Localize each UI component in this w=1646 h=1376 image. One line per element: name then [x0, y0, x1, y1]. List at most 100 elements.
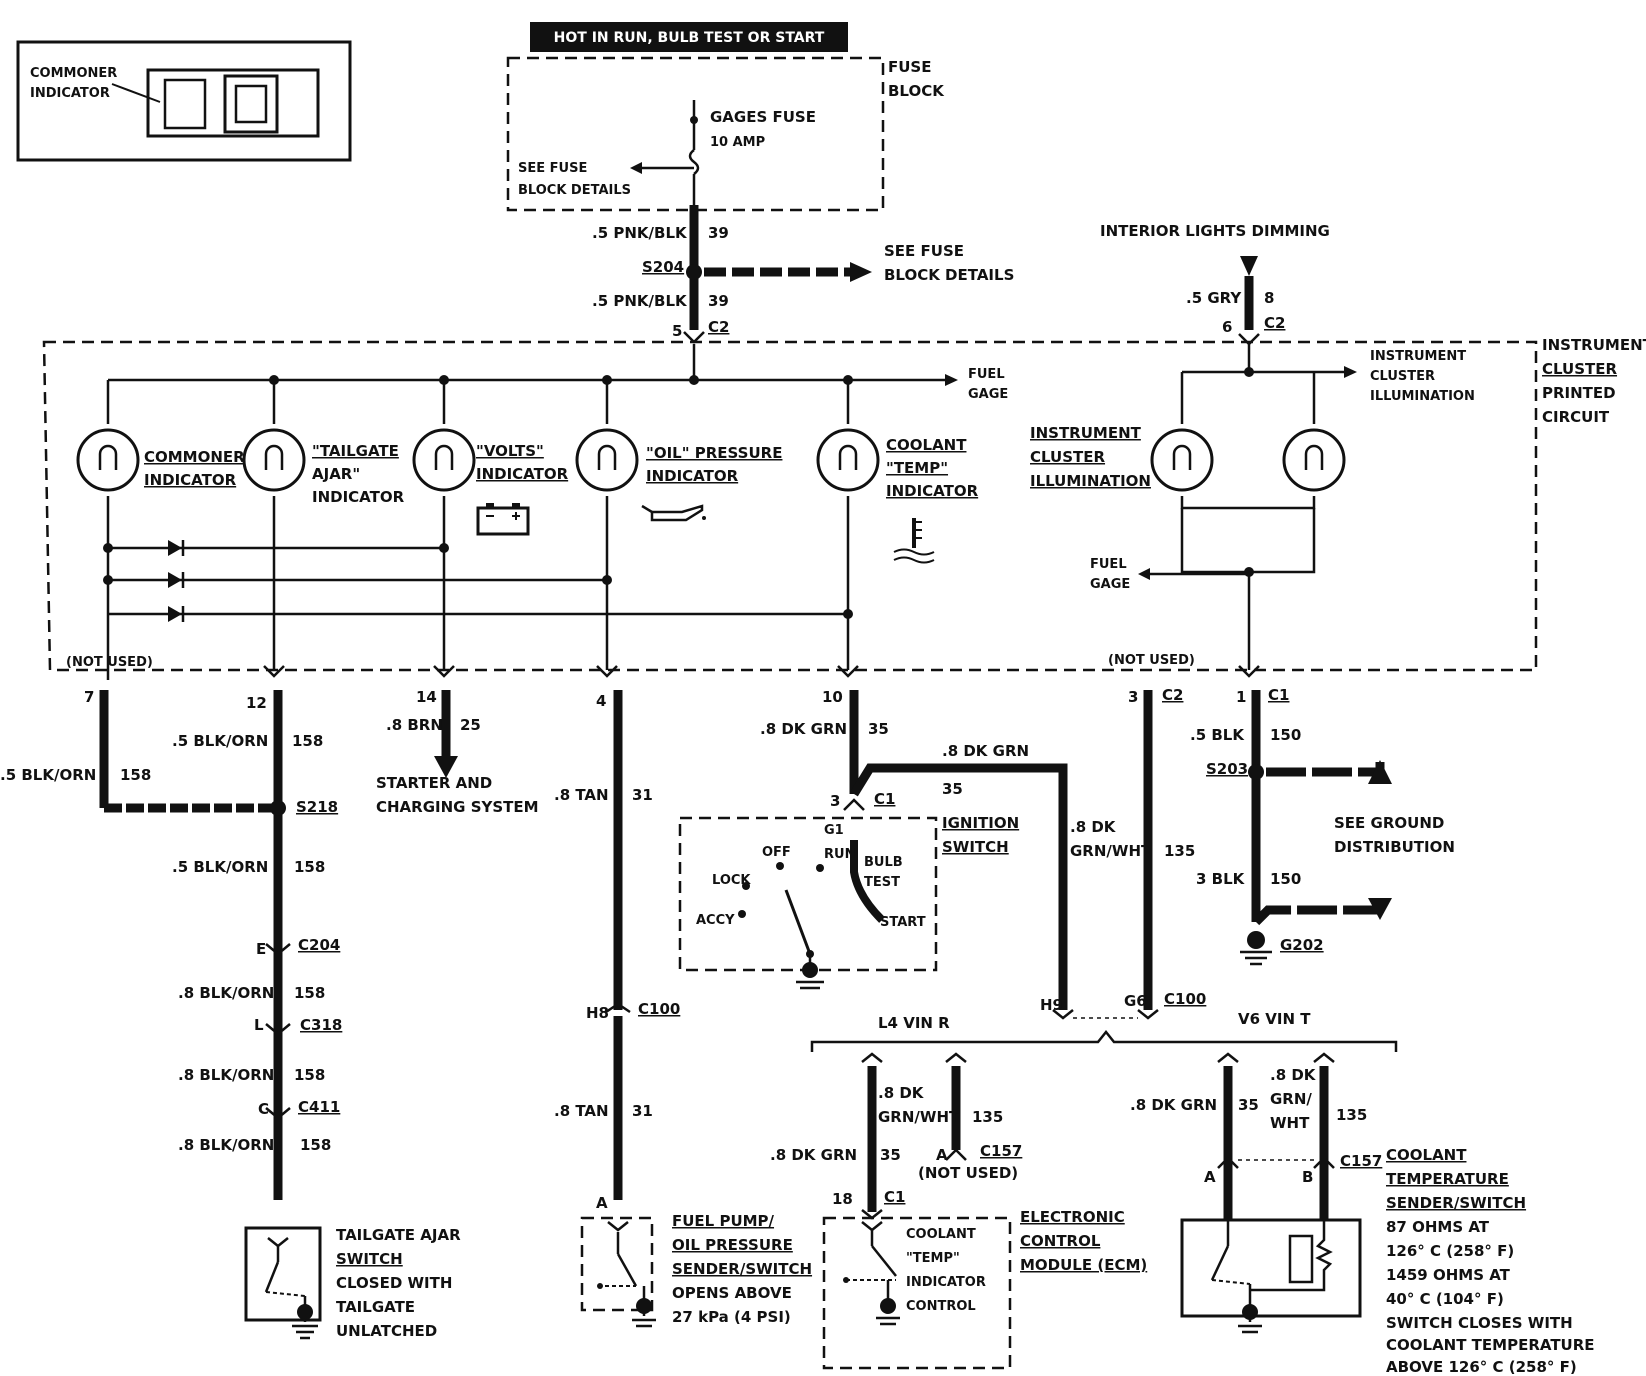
splice-s218 — [270, 800, 286, 816]
label-wires-c35b: 35 — [942, 780, 963, 798]
label-wires-blkorn3: .8 BLK/ORN — [178, 984, 274, 1002]
label-wires-blkorn-left: .5 BLK/ORN — [0, 766, 96, 784]
label-wires-s218: S218 — [296, 798, 338, 816]
coolant-sender-switch — [1180, 1218, 1362, 1334]
bulb-tailgate-icon — [242, 380, 306, 670]
label-tailgate-switch-1: SWITCH — [336, 1250, 403, 1268]
wire-pnk-bot: .5 PNK/BLK — [592, 292, 688, 310]
label-coolant-sender-8: COOLANT TEMPERATURE — [1386, 1336, 1595, 1354]
interior-dimming-label: INTERIOR LIGHTS DIMMING — [1100, 222, 1330, 240]
label-oil-switch-0: FUEL PUMP/ — [672, 1212, 775, 1230]
label-variants-v6-wire2-2: WHT — [1270, 1114, 1310, 1132]
label-wires-pin3b: 3 — [1128, 688, 1138, 706]
label-wires-starter-0: STARTER AND — [376, 774, 492, 792]
label-wires-pin6: 6 — [1222, 318, 1232, 336]
label-wires-c35a: 35 — [868, 720, 889, 738]
label-tailgate-switch-3: TAILGATE — [336, 1298, 415, 1316]
label-wires-pinE: E — [256, 940, 266, 958]
label-coolant-sender-2: SENDER/SWITCH — [1386, 1194, 1526, 1212]
label-cluster-illum-label-1: CLUSTER — [1030, 448, 1105, 466]
label-wires-pinG6: G6 — [1124, 992, 1147, 1010]
label-wires-dkgrn2: .8 DK GRN — [942, 742, 1029, 760]
label-ecm-inner-1: "TEMP" — [906, 1251, 960, 1266]
label-coolant-sender-7: SWITCH CLOSES WITH — [1386, 1314, 1573, 1332]
label-wires-c318: C318 — [300, 1016, 342, 1034]
label-variants-l4: L4 VIN R — [878, 1014, 950, 1032]
label-wires-s203: S203 — [1206, 760, 1248, 778]
label-ignition-run: RUN — [824, 847, 855, 862]
label-cluster-indicators-volts-1: INDICATOR — [476, 465, 569, 483]
bulb-illumination-icon — [1282, 428, 1346, 492]
label-wires-blkorn4: .8 BLK/ORN — [178, 1066, 274, 1084]
label-wires-c158e: 158 — [294, 1066, 325, 1084]
label-wires-pinA: A — [596, 1194, 608, 1212]
label-oil-switch-4: 27 kPa (4 PSI) — [672, 1308, 791, 1326]
bulb-coolant-icon — [816, 380, 880, 670]
diode-icon — [168, 540, 185, 556]
label-oil-switch-2: SENDER/SWITCH — [672, 1260, 812, 1278]
wire-pnk-top: .5 PNK/BLK — [592, 224, 688, 242]
cluster-outline — [42, 340, 1538, 672]
label-cluster-indicators-volts-0: "VOLTS" — [476, 442, 544, 460]
label-wires-c204: C204 — [298, 936, 340, 954]
label-variants-l4-notused: (NOT USED) — [918, 1164, 1018, 1182]
label-wires-tan2: .8 TAN — [554, 1102, 609, 1120]
label-variants-l4-c1: C1 — [884, 1188, 905, 1206]
label-wires-pinG1: G1 — [824, 823, 844, 838]
label-ignition-bulb-0: BULB — [864, 855, 903, 870]
label-cluster-indicators-commoner-0: COMMONER — [144, 448, 245, 466]
label-wires-pinL: L — [254, 1016, 264, 1034]
label-coolant-sender-3: 87 OHMS AT — [1386, 1218, 1490, 1236]
locator-box: COMMONER INDICATOR — [16, 40, 352, 162]
label-variants-v6-35: 35 — [1238, 1096, 1259, 1114]
label-coolant-sender-6: 40° C (104° F) — [1386, 1290, 1504, 1308]
label-wires-pin5: 5 — [672, 322, 682, 340]
label-cluster-illum-label-0: INSTRUMENT — [1030, 424, 1142, 442]
label-wires-pinH8: H8 — [586, 1004, 609, 1022]
label-wires-pin1: 1 — [1236, 688, 1246, 706]
label-wires-c150a: 150 — [1270, 726, 1301, 744]
fuse-block-label-2: BLOCK — [888, 82, 945, 100]
label-variants-v6-135: 135 — [1336, 1106, 1367, 1124]
label-wires-c1b: C1 — [1268, 686, 1289, 704]
ground-arrow-icon — [1368, 898, 1392, 920]
label-wires-pin4: 4 — [596, 692, 606, 710]
label-variants-v6-wire1: .8 DK GRN — [1130, 1096, 1217, 1114]
label-wires-c158a: 158 — [292, 732, 323, 750]
label-tailgate-switch-2: CLOSED WITH — [336, 1274, 452, 1292]
label-cluster-illum-out-2: ILLUMINATION — [1370, 389, 1475, 404]
label-wires-starter-1: CHARGING SYSTEM — [376, 798, 539, 816]
label-cluster-indicators-oil-1: INDICATOR — [646, 467, 739, 485]
label-wires-c411: C411 — [298, 1098, 340, 1116]
label-ecm-label-2: MODULE (ECM) — [1020, 1256, 1147, 1274]
label-variants-l4-wire1: .8 DK GRN — [770, 1146, 857, 1164]
label-variants-l4-pin18: 18 — [832, 1190, 853, 1208]
label-wires-c158c: 158 — [294, 858, 325, 876]
label-cluster-indicators-tailgate-0: "TAILGATE — [312, 442, 399, 460]
label-wires-c158d: 158 — [294, 984, 325, 1002]
label-ecm-inner-0: COOLANT — [906, 1227, 976, 1242]
label-ignition-label-0: IGNITION — [942, 814, 1019, 832]
label-wires-gry: .5 GRY — [1186, 289, 1242, 307]
tailgate-switch — [244, 1226, 322, 1340]
see-fuse-2: BLOCK DETAILS — [518, 183, 631, 198]
label-wires-c25: 25 — [460, 716, 481, 734]
locator-label-2: INDICATOR — [30, 86, 110, 101]
label-variants-l4-wire2-1: GRN/WHT — [878, 1108, 960, 1126]
label-cluster-not-used-left: (NOT USED) — [66, 655, 153, 670]
label-cluster-not-used-right: (NOT USED) — [1108, 653, 1195, 668]
label-cluster-fuel-gage-1: GAGE — [968, 387, 1008, 402]
bulb-volts-icon — [412, 380, 476, 670]
diode-icon — [168, 572, 185, 588]
diode-icon — [168, 606, 185, 622]
label-wires-tan1: .8 TAN — [554, 786, 609, 804]
label-cluster-fuel-gage-2-0: FUEL — [1090, 557, 1127, 572]
label-cluster-fuel-gage-0: FUEL — [968, 367, 1005, 382]
oil-pressure-switch — [580, 1216, 656, 1328]
label-wires-c158b: 158 — [120, 766, 151, 784]
label-ecm-label-0: ELECTRONIC — [1020, 1208, 1125, 1226]
label-wires-c31b: 31 — [632, 1102, 653, 1120]
ignition-switch: G1 — [678, 816, 938, 990]
label-wires-blk1: .5 BLK — [1190, 726, 1245, 744]
label-ecm-inner-2: INDICATOR — [906, 1275, 986, 1290]
